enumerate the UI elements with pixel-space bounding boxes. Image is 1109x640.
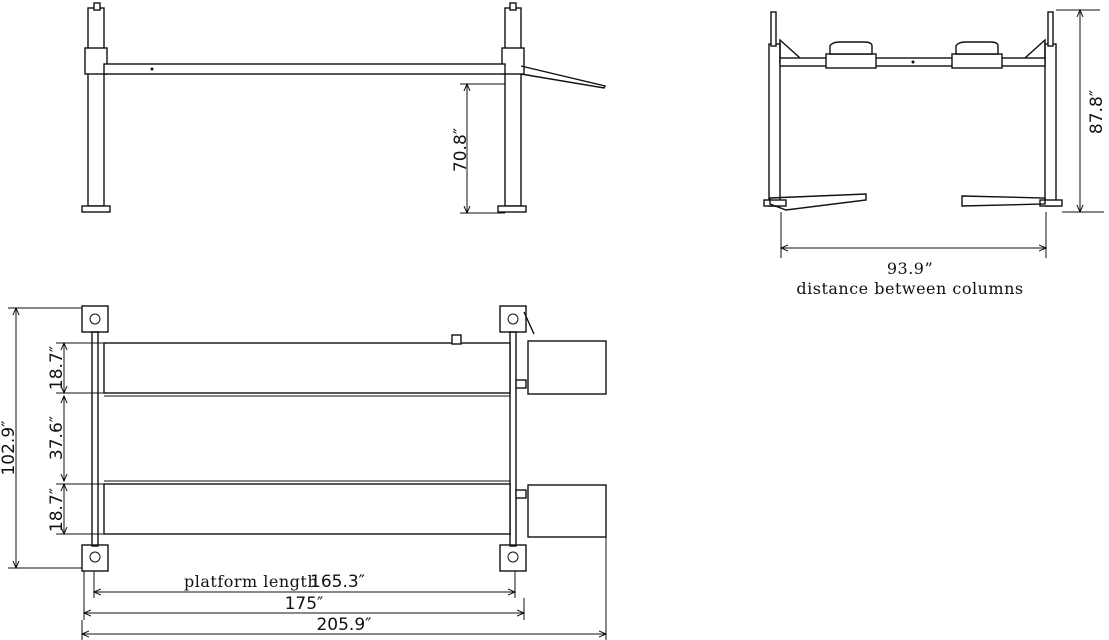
top-control-box: [451, 334, 462, 345]
side-height-dimension: 70.8″: [451, 84, 505, 213]
front-distance-label: 93.9”: [887, 259, 933, 278]
top-overall-length-label: 205.9″: [316, 615, 371, 635]
front-right-column: [1023, 11, 1063, 207]
top-platform-length-label: 165.3″: [310, 572, 365, 592]
side-view: 70.8″: [81, 2, 607, 213]
top-runway-width-upper-label: 18.7″: [47, 346, 67, 390]
top-view: 102.9″ 18.7″ 37.6″ 18.7″ platform length…: [0, 305, 607, 640]
side-ramp: [520, 65, 607, 89]
top-overall-width-dimension: 102.9″: [0, 308, 82, 568]
top-ramp-upper: [527, 340, 607, 395]
top-ramp-lower: [527, 484, 607, 538]
front-left-runway: [825, 41, 877, 69]
top-base-plate-bottom-left: [81, 544, 109, 572]
top-overall-width-label: 102.9″: [0, 420, 19, 475]
front-view: 87.8″ 93.9” distance between columns: [763, 10, 1107, 298]
top-platform-length-dimension: platform length 165.3″: [94, 571, 515, 598]
side-right-column: [497, 2, 527, 213]
top-overall-length-dimension: 205.9″: [82, 537, 606, 640]
front-height-dimension: 87.8″: [1056, 10, 1107, 212]
front-right-arm: [961, 195, 1046, 207]
top-column-spacing-label: 175″: [285, 594, 324, 614]
top-runway-width-dimensions: 18.7″ 37.6″ 18.7″: [47, 343, 104, 534]
top-gap-label: 37.6″: [47, 416, 67, 460]
side-height-label: 70.8″: [451, 128, 471, 172]
top-column-spacing-dimension: 175″: [84, 571, 524, 620]
side-runway-beam: [103, 63, 506, 75]
front-distance-dimension: 93.9” distance between columns: [781, 212, 1046, 298]
top-right-crossbeam: [509, 331, 517, 547]
front-distance-caption: distance between columns: [796, 279, 1023, 298]
top-runway-lower: [103, 483, 511, 535]
front-left-column: [763, 11, 802, 207]
top-platform-length-caption: platform length: [184, 572, 318, 591]
top-runway-width-lower-label: 18.7″: [47, 488, 67, 532]
front-right-runway: [951, 41, 1003, 69]
top-base-plate-bottom-right: [499, 544, 527, 572]
front-left-arm: [769, 193, 867, 211]
front-height-label: 87.8″: [1087, 90, 1107, 134]
top-left-crossbeam: [91, 331, 99, 547]
top-base-plate-top-right: [499, 305, 535, 335]
top-runway-upper: [103, 342, 511, 394]
side-left-column: [81, 2, 111, 213]
top-base-plate-top-left: [81, 305, 109, 333]
